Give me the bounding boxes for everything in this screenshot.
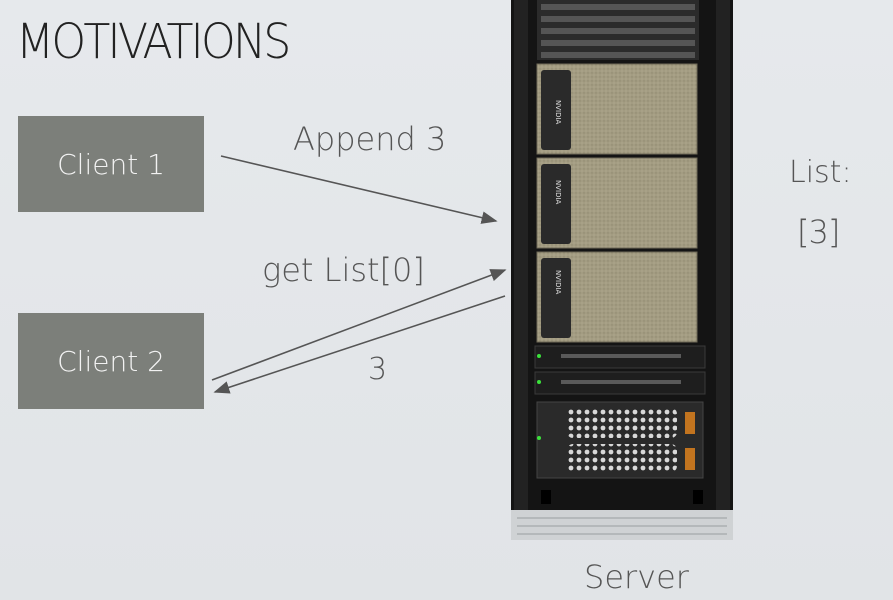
gpu-module-3: NVIDIA — [536, 251, 698, 343]
server-rack-image: NVIDIA NVIDIA NVIDIA — [511, 0, 733, 540]
list-value: [3] — [797, 213, 840, 251]
svg-text:NVIDIA: NVIDIA — [554, 180, 562, 205]
client-2-label: Client 2 — [57, 344, 165, 378]
server-label: Server — [584, 558, 689, 596]
append-message-label: Append 3 — [293, 120, 447, 158]
response-message-label: 3 — [368, 352, 388, 387]
append-arrow — [220, 155, 498, 224]
client-1-label: Client 1 — [57, 147, 165, 181]
client-1-box: Client 1 — [18, 116, 204, 212]
slide-title: MOTIVATIONS — [16, 14, 291, 70]
list-label: List: — [789, 155, 852, 190]
svg-text:NVIDIA: NVIDIA — [554, 100, 562, 125]
gpu-module-1: NVIDIA — [536, 63, 698, 155]
get-arrow — [211, 269, 507, 381]
client-2-box: Client 2 — [18, 313, 204, 409]
response-arrow — [213, 295, 506, 394]
svg-text:NVIDIA: NVIDIA — [554, 270, 562, 295]
gpu-module-2: NVIDIA — [536, 157, 698, 249]
get-message-label: get List[0] — [262, 251, 425, 289]
